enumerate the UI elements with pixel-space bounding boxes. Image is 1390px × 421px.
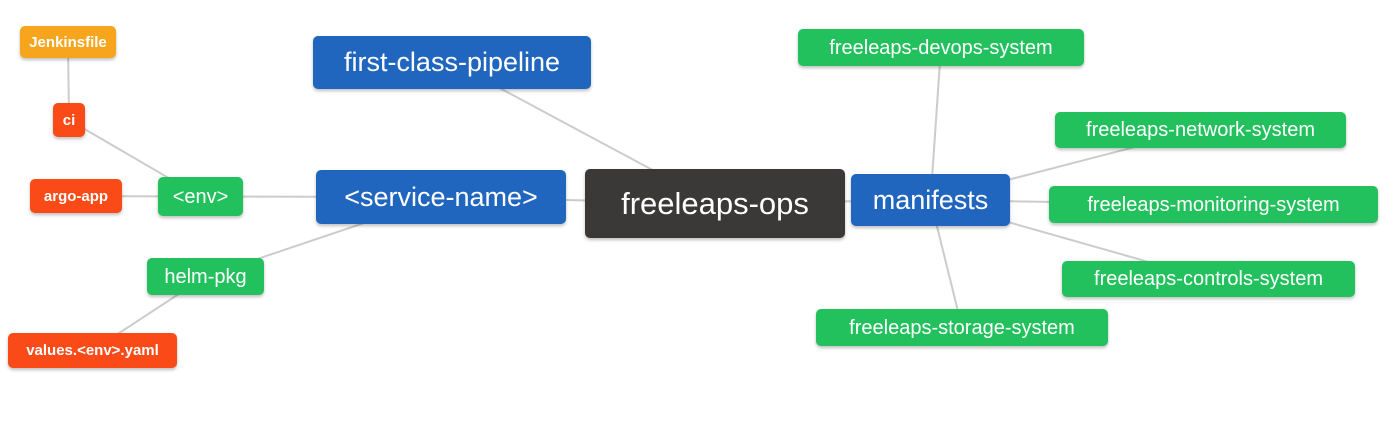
- node-helm-pkg[interactable]: helm-pkg: [147, 258, 264, 295]
- node-values-env-yaml[interactable]: values.<env>.yaml: [8, 333, 177, 368]
- node-manifests[interactable]: manifests: [851, 174, 1010, 226]
- node-freeleaps-storage-system[interactable]: freeleaps-storage-system: [816, 309, 1108, 346]
- node-service-name[interactable]: <service-name>: [316, 170, 566, 224]
- node-argo-app[interactable]: argo-app: [30, 179, 122, 213]
- node-jenkinsfile[interactable]: Jenkinsfile: [20, 26, 116, 58]
- node-first-class-pipeline[interactable]: first-class-pipeline: [313, 36, 591, 89]
- node-freeleaps-controls-system[interactable]: freeleaps-controls-system: [1062, 261, 1355, 297]
- node-freeleaps-devops-system[interactable]: freeleaps-devops-system: [798, 29, 1084, 66]
- node-freeleaps-ops[interactable]: freeleaps-ops: [585, 169, 845, 238]
- node-freeleaps-network-system[interactable]: freeleaps-network-system: [1055, 112, 1346, 148]
- node-freeleaps-monitoring-system[interactable]: freeleaps-monitoring-system: [1049, 186, 1378, 223]
- node-env[interactable]: <env>: [158, 177, 243, 216]
- node-ci[interactable]: ci: [53, 103, 85, 137]
